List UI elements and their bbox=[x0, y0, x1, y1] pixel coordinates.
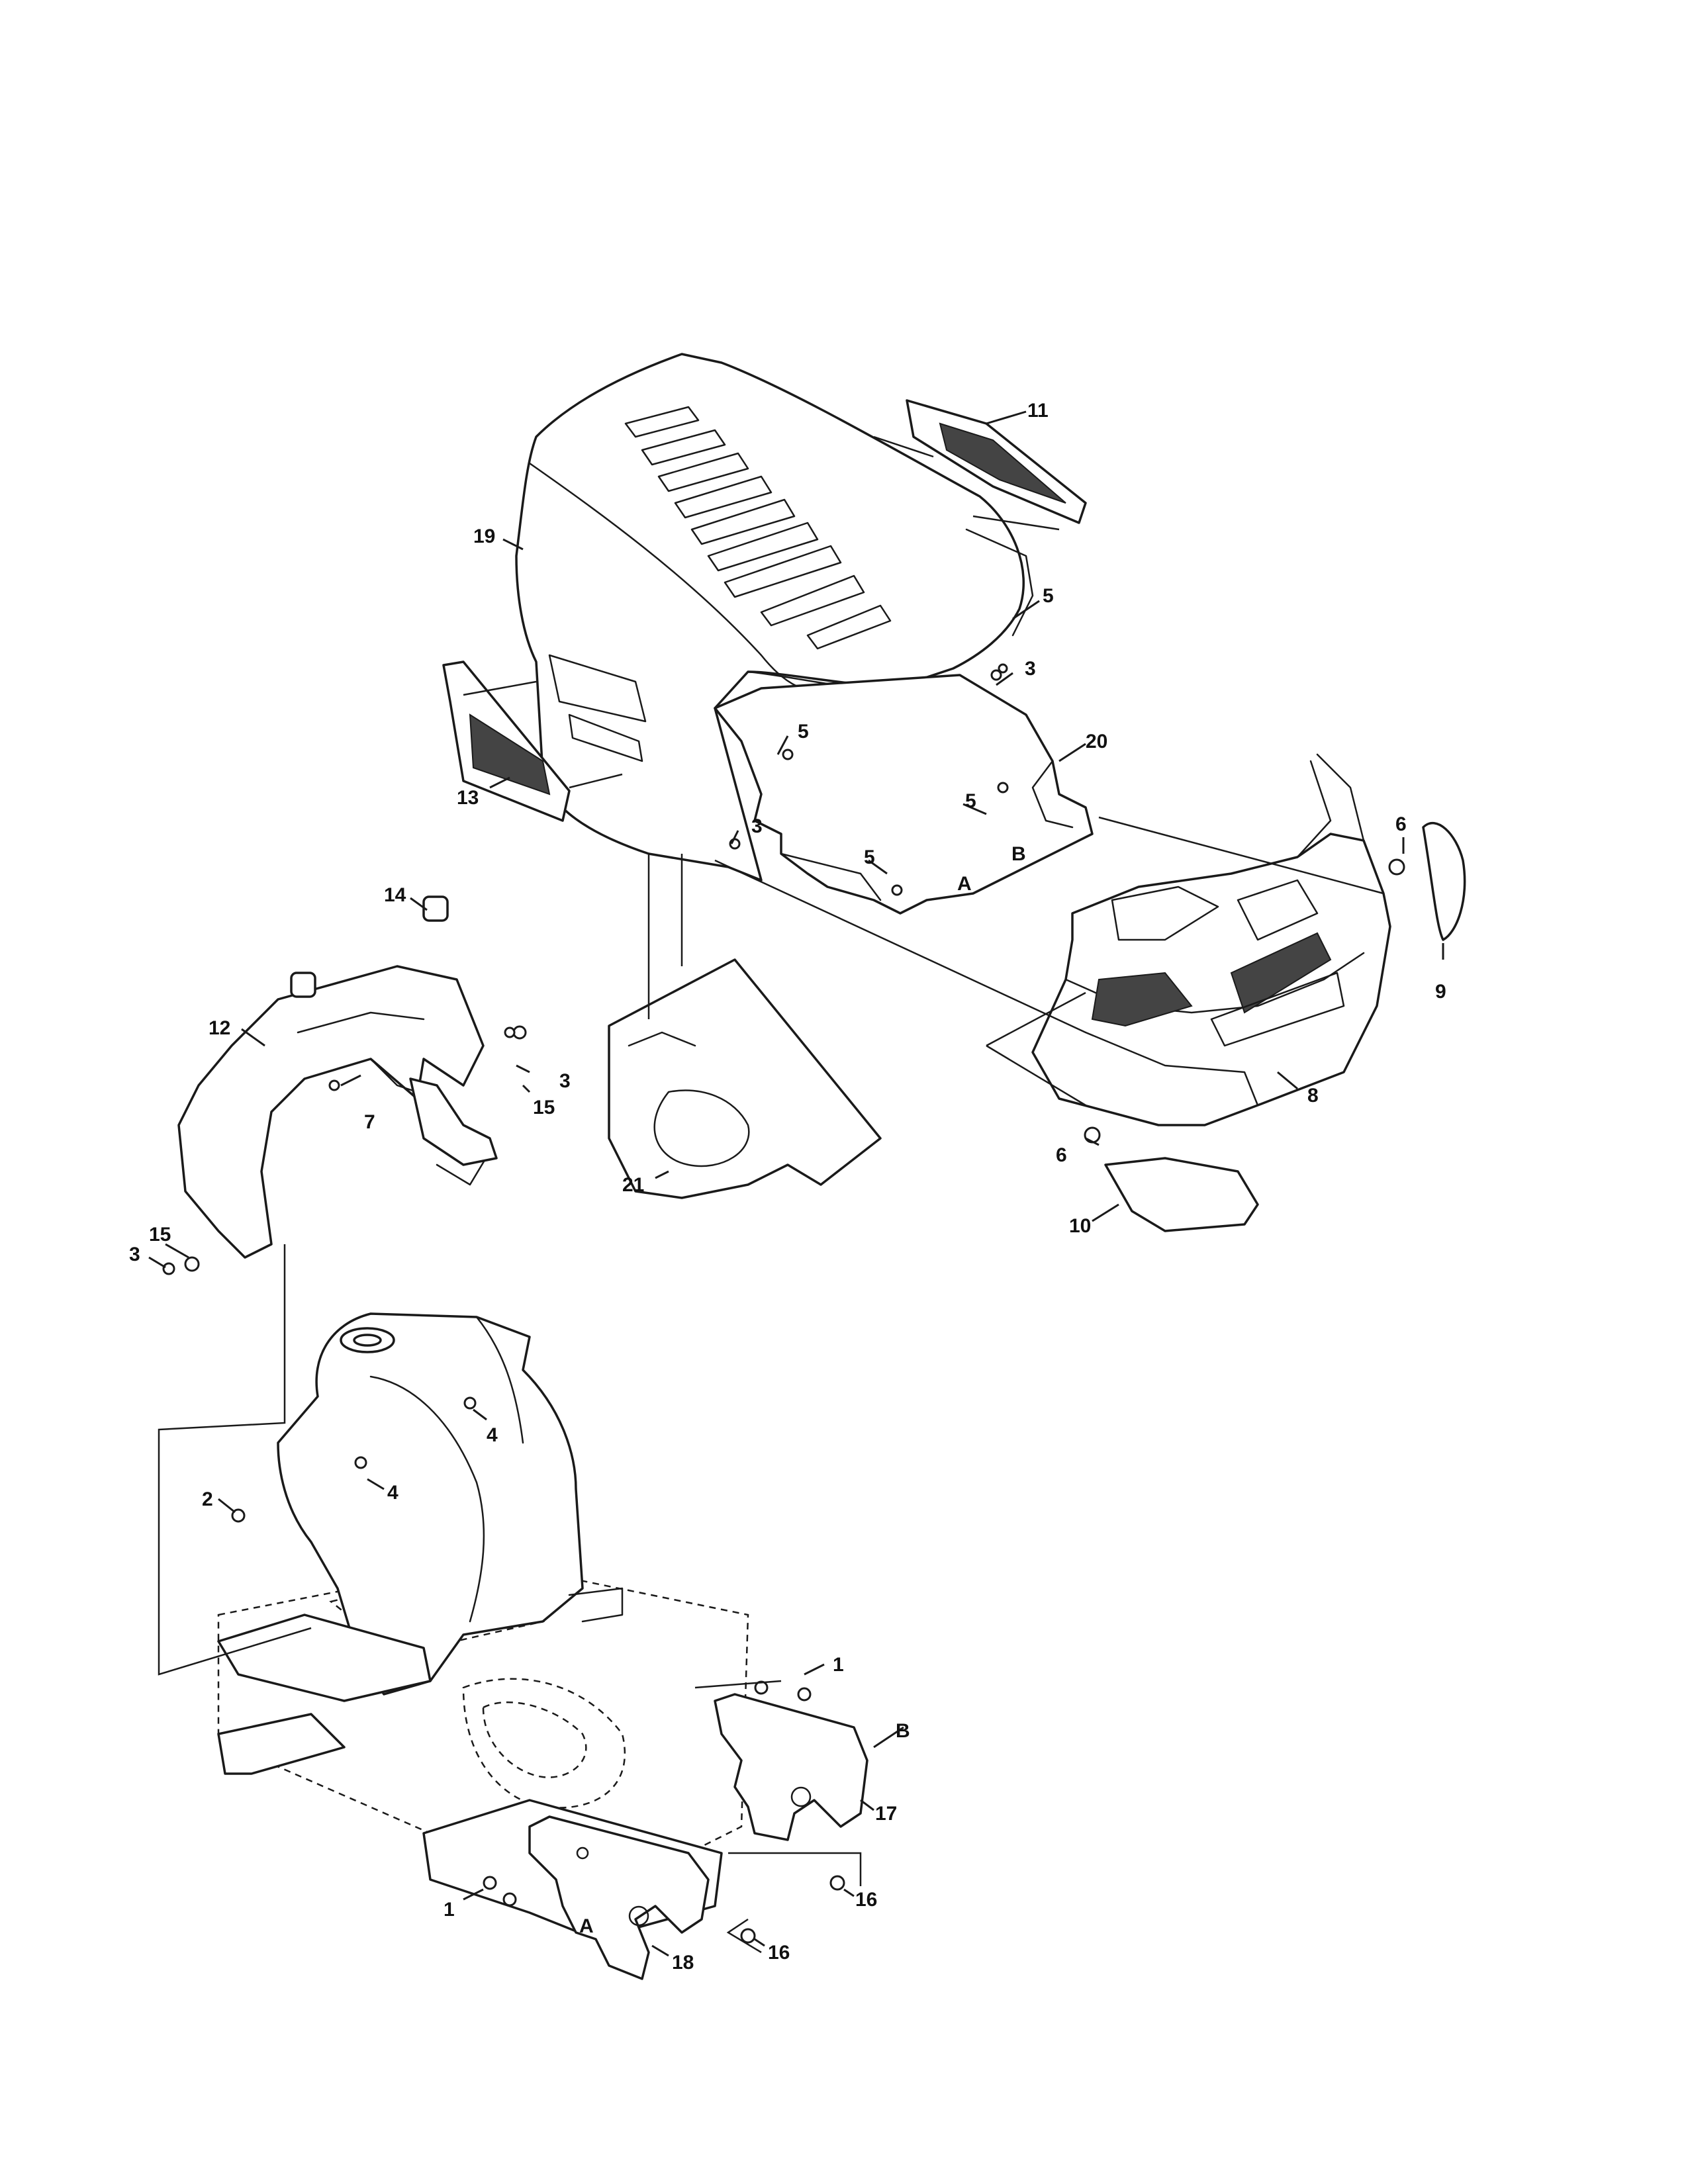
ref-letter-A: A bbox=[579, 1915, 594, 1937]
callout-20: 20 bbox=[1086, 731, 1107, 752]
assembly-lines bbox=[158, 435, 1384, 1954]
ref-letter-B: B bbox=[896, 1720, 910, 1742]
callout-19: 19 bbox=[473, 525, 495, 547]
callout-10: 10 bbox=[1069, 1215, 1091, 1237]
callout-6: 6 bbox=[1395, 813, 1407, 835]
leader-lines bbox=[148, 410, 1444, 1957]
callout-3: 3 bbox=[129, 1244, 140, 1265]
callout-4: 4 bbox=[487, 1424, 498, 1446]
callout-21: 21 bbox=[622, 1174, 644, 1196]
callout-5: 5 bbox=[965, 790, 976, 812]
knob-dash bbox=[290, 972, 316, 998]
callout-5: 5 bbox=[1043, 585, 1054, 607]
callout-15: 15 bbox=[149, 1224, 171, 1246]
ref-letter-A: A bbox=[957, 873, 972, 895]
ref-letter-B: B bbox=[1011, 843, 1026, 865]
chute-duct bbox=[608, 958, 882, 1199]
lens-left bbox=[1104, 1157, 1259, 1232]
hood-vent-slots bbox=[624, 406, 892, 650]
dash-panel bbox=[177, 965, 498, 1259]
hood bbox=[515, 353, 1034, 882]
callout-13: 13 bbox=[457, 787, 479, 809]
front-grille-bumper bbox=[1031, 753, 1391, 1126]
callout-5: 5 bbox=[798, 721, 809, 743]
callout-15: 15 bbox=[533, 1097, 555, 1118]
callout-5: 5 bbox=[864, 846, 875, 868]
knob-14 bbox=[422, 895, 449, 922]
hood-bracket bbox=[714, 674, 1094, 915]
callout-3: 3 bbox=[751, 815, 763, 837]
lens-right bbox=[1422, 822, 1466, 941]
callout-2: 2 bbox=[202, 1488, 213, 1510]
callout-1: 1 bbox=[833, 1654, 844, 1676]
tractor-frame bbox=[217, 1312, 749, 1940]
callout-6: 6 bbox=[1056, 1144, 1067, 1166]
callout-12: 12 bbox=[209, 1017, 230, 1039]
callout-16: 16 bbox=[855, 1889, 877, 1911]
axle-bracket-17 bbox=[714, 1693, 868, 1841]
callout-18: 18 bbox=[672, 1952, 694, 1974]
callout-7: 7 bbox=[364, 1111, 375, 1133]
callout-16: 16 bbox=[768, 1942, 790, 1964]
callout-11: 11 bbox=[1027, 400, 1049, 422]
callout-labels: 11 19 5 3 20 5 3 5 5 13 A B 6 9 14 12 3 … bbox=[129, 400, 1446, 1974]
callout-17: 17 bbox=[875, 1803, 897, 1825]
callout-8: 8 bbox=[1307, 1085, 1319, 1107]
fasteners bbox=[162, 663, 1405, 1944]
axle-bracket-18 bbox=[528, 1815, 710, 1980]
callout-3: 3 bbox=[1025, 658, 1036, 680]
callout-14: 14 bbox=[384, 884, 406, 906]
callout-1: 1 bbox=[444, 1899, 455, 1921]
callout-3: 3 bbox=[559, 1070, 571, 1092]
callout-9: 9 bbox=[1435, 981, 1446, 1003]
callout-4: 4 bbox=[387, 1482, 399, 1504]
side-grille-left bbox=[442, 660, 571, 822]
